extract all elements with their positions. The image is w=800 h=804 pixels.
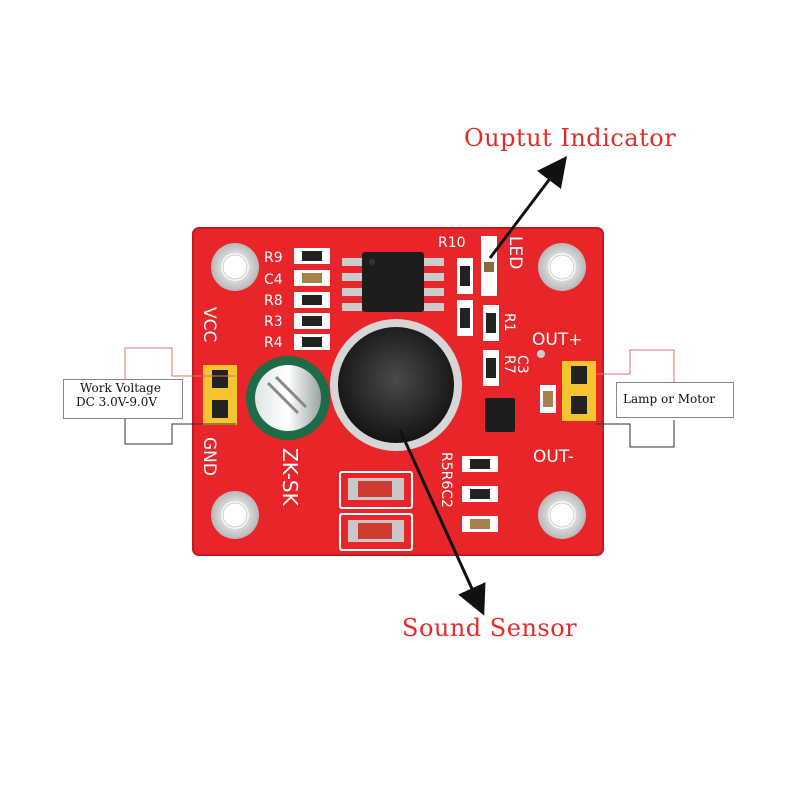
load-label: Lamp or Motor [623,392,716,406]
output-indicator-arrow [488,156,568,259]
sound-sensor-arrow [398,429,486,616]
silk-c4: C4 [264,272,283,288]
smd-column-left [294,248,330,350]
output-indicator-label: Ouptut Indicator [464,124,677,152]
load-connector-lines [596,349,675,448]
silk-r5r6c2: R5R6C2 [438,452,454,508]
header-left [203,365,237,425]
silk-r3: R3 [264,314,283,330]
silk-r9: R9 [264,250,283,266]
work-voltage-value: DC 3.0V-9.0V [76,395,158,409]
load-box: Lamp or Motor [616,382,734,418]
ic-chip [342,252,444,312]
mounting-holes [211,243,586,539]
electrolytic-capacitor [246,356,330,440]
silk-led: LED [505,236,525,269]
microphone [330,319,462,451]
silk-out-minus: OUT- [533,447,574,467]
header-right [562,361,596,421]
silk-r4: R4 [264,335,283,351]
voltage-connector-lines [124,347,236,445]
silk-gnd: GND [199,437,219,476]
silk-model: ZK-SK [278,448,302,507]
silk-r10: R10 [438,235,466,251]
silk-r1: R1 [501,313,517,332]
silk-vcc: VCC [199,307,219,342]
smd-right [457,236,556,532]
sound-sensor-label: Sound Sensor [402,614,578,642]
diodes [339,471,413,551]
silk-out-plus: OUT+ [532,330,582,350]
silk-r7: R7 [501,355,517,374]
silk-r8: R8 [264,293,283,309]
work-voltage-title: Work Voltage [80,381,161,395]
work-voltage-box: Work Voltage DC 3.0V-9.0V [63,379,183,419]
silk-c3: C3 [514,355,530,374]
